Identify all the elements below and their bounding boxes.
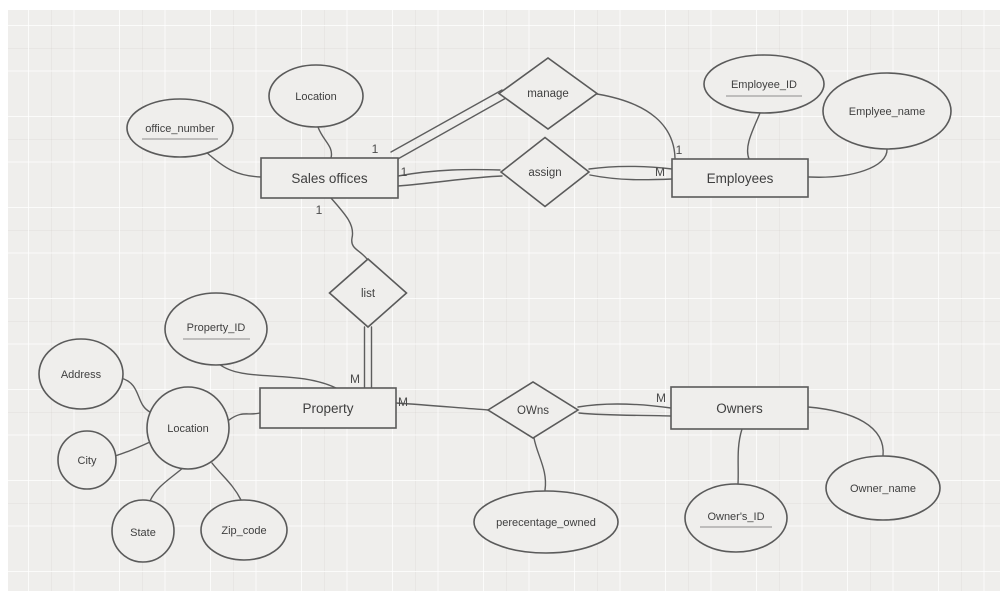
attribute-property-id-label: Property_ID: [187, 322, 246, 334]
connector-sales-offices-assign-line2: [397, 175, 503, 187]
attribute-sales-location: Location: [268, 64, 364, 128]
attribute-zip-code-ellipse: [200, 499, 288, 561]
connector-assign-employees-line1: [588, 165, 673, 170]
attribute-state: State: [111, 499, 175, 563]
connector-location-sales-offices: [317, 126, 333, 159]
entity-employees: Employees: [671, 158, 809, 198]
relationship-manage-diamond: [497, 57, 599, 130]
attribute-employee-id-ellipse: [703, 54, 825, 114]
attribute-address: Address: [38, 338, 124, 410]
entity-sales-offices-label: Sales offices: [291, 171, 368, 186]
relationship-assign: assign: [499, 136, 591, 208]
attribute-owners-id-ellipse: [684, 483, 788, 553]
attribute-office-number-label: office_number: [145, 123, 215, 135]
attribute-address-label: Address: [61, 369, 102, 381]
attribute-address-ellipse: [38, 338, 124, 410]
connector-city-location: [114, 441, 151, 457]
attribute-sales-location-label: Location: [295, 91, 337, 103]
entity-owners-label: Owners: [716, 401, 763, 416]
attribute-state-label: State: [130, 527, 156, 539]
attribute-employee-name: Emplyee_name: [822, 72, 952, 150]
attribute-owner-name-ellipse: [825, 455, 941, 521]
attribute-employee-id-label: Employee_ID: [731, 79, 797, 91]
cardinality-property-list: M: [350, 372, 360, 386]
attribute-owners-id: Owner's_ID: [684, 483, 788, 553]
attribute-city-ellipse: [57, 430, 117, 490]
connector-owners-id-owners: [737, 428, 743, 485]
attribute-property-id: Property_ID: [164, 292, 268, 366]
connectors: [114, 89, 888, 502]
connector-owns-owners-line2: [578, 412, 672, 417]
relationship-list-label: list: [361, 288, 376, 300]
entity-employees-box: [671, 158, 809, 198]
connector-office-number-sales-offices: [204, 150, 262, 178]
attribute-zip-code-label: Zip_code: [221, 525, 266, 537]
cardinality-employees-assign: M: [655, 165, 665, 179]
connector-location-property: [228, 412, 261, 421]
connector-manage-employees: [596, 93, 676, 159]
connector-property-owns: [395, 402, 489, 411]
attribute-employee-id: Employee_ID: [703, 54, 825, 114]
cardinality-owners-owns: M: [656, 391, 666, 405]
connector-owns-owners-line1: [577, 403, 672, 409]
connector-sales-offices-assign-line1: [397, 168, 501, 177]
attribute-sales-location-ellipse: [268, 64, 364, 128]
entity-sales-offices: Sales offices: [260, 157, 399, 199]
relationship-assign-diamond: [499, 136, 591, 208]
attribute-office-number-ellipse: [126, 98, 234, 158]
connector-owner-name-owners: [807, 406, 884, 457]
relationship-owns-diamond: [486, 381, 580, 439]
entity-property-label: Property: [302, 401, 353, 416]
connector-employee-id-employees: [746, 112, 761, 160]
attribute-city: City: [57, 430, 117, 490]
relationship-owns-label: OWns: [517, 405, 549, 417]
relationship-assign-label: assign: [528, 167, 561, 179]
relationship-list-diamond: [328, 257, 408, 329]
attribute-owner-name: Owner_name: [825, 455, 941, 521]
attribute-state-ellipse: [111, 499, 175, 563]
relationship-list: list: [328, 257, 408, 329]
connector-employee-name-employees: [808, 148, 888, 178]
attribute-property-location-label: Location: [167, 423, 209, 435]
connector-owns-percentage-owned: [533, 437, 547, 491]
relationship-manage: manage: [497, 57, 599, 130]
attribute-employee-name-ellipse: [822, 72, 952, 150]
attribute-property-location-ellipse: [146, 386, 230, 470]
attribute-property-location: Location: [146, 386, 230, 470]
cardinality-property-owns: M: [398, 395, 408, 409]
connector-state-location: [149, 466, 185, 502]
cardinality-sales-assign: 1: [401, 165, 408, 179]
entity-owners-box: [670, 386, 809, 430]
cardinality-sales-manage: 1: [372, 142, 379, 156]
entity-sales-offices-box: [260, 157, 399, 199]
entity-employees-label: Employees: [707, 171, 774, 186]
relationship-owns: OWns: [486, 381, 580, 439]
relationship-manage-label: manage: [527, 88, 569, 100]
cardinality-employees-manage: 1: [676, 143, 683, 157]
entity-property: Property: [259, 387, 397, 429]
attribute-owners-id-label: Owner's_ID: [707, 511, 764, 523]
attribute-percentage-owned-ellipse: [473, 490, 619, 554]
attribute-zip-code: Zip_code: [200, 499, 288, 561]
attribute-employee-name-label: Emplyee_name: [849, 106, 925, 118]
attribute-percentage-owned-label: perecentage_owned: [496, 517, 596, 529]
attribute-owner-name-label: Owner_name: [850, 483, 916, 495]
connector-sales-offices-list: [330, 197, 368, 260]
connector-address-location: [120, 377, 151, 413]
connector-property-id-property: [218, 363, 337, 389]
cardinality-sales-list: 1: [316, 203, 323, 217]
attribute-office-number: office_number: [126, 98, 234, 158]
cardinality-labels: 1 1 1 1 M M M M: [316, 142, 683, 409]
connector-sales-offices-manage-line1: [390, 89, 503, 153]
attribute-city-label: City: [78, 455, 97, 467]
entity-owners: Owners: [670, 386, 809, 430]
attribute-property-id-ellipse: [164, 292, 268, 366]
attribute-percentage-owned: perecentage_owned: [473, 490, 619, 554]
connector-zip-code-location: [211, 462, 242, 501]
connector-assign-employees-line2: [589, 174, 673, 181]
entity-property-box: [259, 387, 397, 429]
connector-sales-offices-manage-line2: [395, 97, 507, 161]
